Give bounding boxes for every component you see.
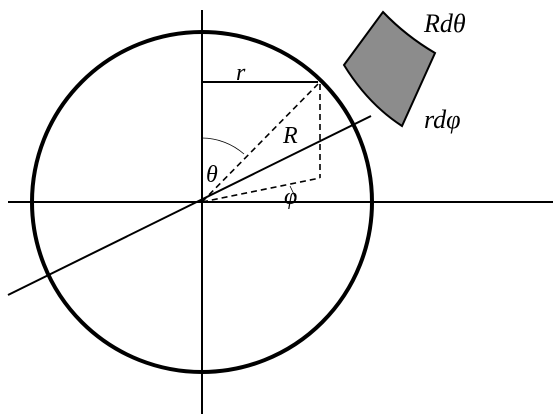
theta-arc bbox=[201, 137, 245, 155]
label-theta: θ bbox=[206, 162, 218, 188]
label-R: R bbox=[282, 123, 298, 149]
label-r-dphi: rdφ bbox=[424, 105, 461, 134]
equatorial-projection-dashed-line bbox=[201, 177, 321, 203]
oblique-axis bbox=[7, 115, 372, 296]
label-r-dtheta: Rdθ bbox=[423, 9, 466, 38]
label-r: r bbox=[236, 60, 246, 86]
radius-R-dashed-line bbox=[201, 83, 319, 203]
phi-arc bbox=[289, 185, 297, 201]
label-phi: φ bbox=[284, 184, 297, 210]
surface-element-patch bbox=[342, 10, 437, 128]
